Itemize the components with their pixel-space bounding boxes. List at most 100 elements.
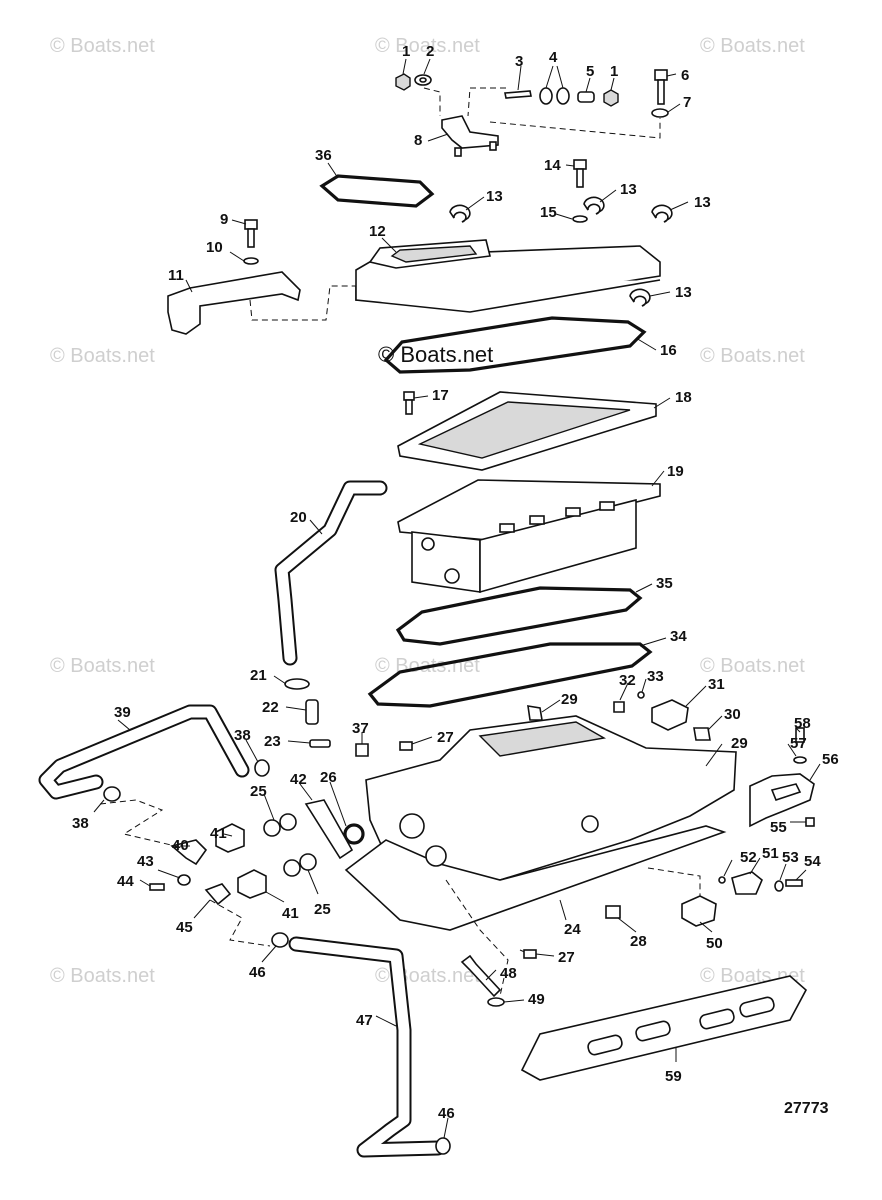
callout-label: 24 <box>564 921 581 938</box>
callout-label: 40 <box>172 837 189 854</box>
callout-label: 25 <box>314 901 331 918</box>
callout-label: 9 <box>220 211 228 228</box>
callout-label: 35 <box>656 575 673 592</box>
bracket-8-icon <box>441 115 499 149</box>
callout-label: 31 <box>708 676 725 693</box>
oring-52-icon <box>718 876 726 884</box>
plug-28-icon <box>605 905 621 919</box>
callout-label: 29 <box>731 735 748 752</box>
bolt-54-icon <box>785 879 803 887</box>
callout-label: 18 <box>675 389 692 406</box>
plate-18 <box>397 391 657 471</box>
callout-label: 41 <box>210 825 227 842</box>
callout-label: 38 <box>72 815 89 832</box>
clamp-38a-icon <box>254 759 270 777</box>
callout-label: 11 <box>168 267 184 284</box>
clip-13b-icon <box>583 196 605 215</box>
clamp-46a-icon <box>271 932 289 948</box>
callout-label: 47 <box>356 1012 373 1029</box>
callout-label: 48 <box>500 965 517 982</box>
spacer-5-icon <box>577 91 595 103</box>
watermark-top-right: © Boats.net <box>700 35 805 57</box>
clip-13d-icon <box>629 288 651 307</box>
oring-25a-icon <box>263 819 281 837</box>
sensor-51-icon <box>731 871 763 895</box>
screw-55-icon <box>805 817 815 827</box>
callout-label: 3 <box>515 53 523 70</box>
callout-label: 53 <box>782 849 799 866</box>
callout-label: 5 <box>586 63 594 80</box>
fitting-22-icon <box>305 699 319 725</box>
callout-label: 20 <box>290 509 307 526</box>
oring-25b-icon <box>279 813 297 831</box>
plug-33-icon <box>637 691 645 699</box>
washer-43-icon <box>177 874 191 886</box>
callout-label: 13 <box>675 284 692 301</box>
callout-label: 16 <box>660 342 677 359</box>
nut-1-icon <box>395 73 411 91</box>
callout-label: 26 <box>320 769 337 786</box>
callout-label: 34 <box>670 628 687 645</box>
callout-label: 1 <box>402 43 410 60</box>
callout-label: 6 <box>681 67 689 84</box>
box-19 <box>397 479 661 594</box>
oring-25d-icon <box>299 853 317 871</box>
watermark-mid-left: © Boats.net <box>50 345 155 367</box>
callout-label: 57 <box>790 735 807 752</box>
callout-label: 4 <box>549 49 558 66</box>
callout-label: 28 <box>630 933 647 950</box>
diagram-number: 27773 <box>784 1100 829 1117</box>
callout-label: 59 <box>665 1068 682 1085</box>
callout-label: 17 <box>432 387 449 404</box>
oring-25c-icon <box>283 859 301 877</box>
washer-57-icon <box>793 756 807 764</box>
callout-label: 55 <box>770 819 787 836</box>
gasket-16-icon <box>383 316 647 374</box>
bracket-11-icon <box>167 271 301 335</box>
callout-label: 37 <box>352 720 369 737</box>
callout-label: 8 <box>414 132 422 149</box>
bolt-58-icon <box>795 727 805 743</box>
callout-label: 46 <box>249 964 266 981</box>
washer-4b-icon <box>556 87 570 105</box>
callout-label: 23 <box>264 733 281 750</box>
callout-label: 1 <box>610 63 618 80</box>
gasket-34-icon <box>367 642 653 708</box>
top-hardware-group <box>395 69 669 157</box>
watermark-top-left: © Boats.net <box>50 35 155 57</box>
bolt-44-icon <box>149 883 165 891</box>
plug-27a-icon <box>399 741 413 751</box>
callout-label: 12 <box>369 223 386 240</box>
screw-17-icon <box>403 391 415 401</box>
callout-label: 15 <box>540 204 557 221</box>
clips-13-group <box>449 196 673 307</box>
clamp-46b-icon <box>435 1137 451 1155</box>
callout-label: 10 <box>206 239 223 256</box>
callout-label: 19 <box>667 463 684 480</box>
clamp-38b-icon <box>103 786 121 802</box>
callout-label: 38 <box>234 727 251 744</box>
plate-42-icon <box>304 799 354 860</box>
callout-label: 13 <box>694 194 711 211</box>
sensor-50-icon <box>681 895 717 927</box>
watermark-lower-right: © Boats.net <box>700 655 805 677</box>
leader-lines <box>93 58 821 1139</box>
callout-label: 46 <box>438 1105 455 1122</box>
callout-label: 58 <box>794 715 811 732</box>
callout-label: 50 <box>706 935 723 952</box>
fitting-41a-icon <box>215 823 245 853</box>
washer-7-icon <box>651 108 669 118</box>
elbow-45-icon <box>204 883 232 906</box>
callout-label: 39 <box>114 704 131 721</box>
callout-label: 7 <box>683 94 691 111</box>
watermark-top-center: © Boats.net <box>375 35 480 57</box>
clip-13a-icon <box>449 204 471 223</box>
gasket-59 <box>520 975 808 1081</box>
callout-label: 27 <box>558 949 575 966</box>
bolt-9-icon <box>244 219 258 230</box>
callout-label: 42 <box>290 771 307 788</box>
callout-label: 43 <box>137 853 154 870</box>
